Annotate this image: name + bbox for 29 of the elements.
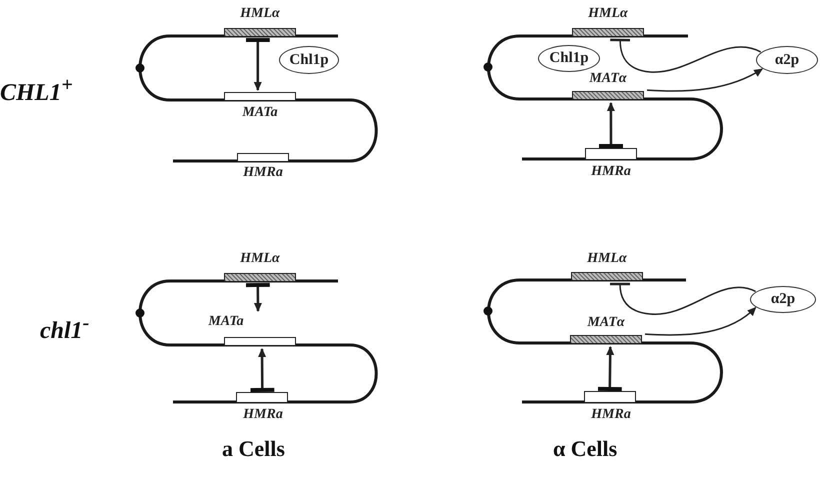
protein-oval: Chl1p (538, 45, 600, 72)
arrow (596, 346, 624, 392)
column-label: α Cells (553, 436, 618, 462)
gene-label: HMRa (242, 406, 284, 424)
arrow (644, 306, 756, 336)
protein-oval: α2p (750, 286, 816, 313)
gene-label: HMLα (239, 5, 281, 23)
column-label: a Cells (222, 436, 285, 462)
gene-label: MATa (241, 104, 279, 122)
arrow (244, 282, 272, 312)
gene-label: HMLα (587, 5, 629, 23)
inhibition-line (608, 282, 756, 315)
gene-label: MATa (207, 313, 245, 331)
arrow (244, 38, 272, 91)
gene-label: HMLα (586, 250, 628, 268)
gene-label: HMRa (590, 163, 632, 181)
arrow (646, 68, 764, 92)
gene-label: MATα (588, 70, 628, 88)
row-label: chl1$^{-}$ (40, 312, 90, 345)
inhibition-line (608, 38, 761, 73)
gene-label: MATα (586, 314, 626, 332)
arrow (597, 102, 625, 148)
gene-label: HMRa (590, 406, 632, 424)
protein-oval: Chl1p (279, 46, 339, 74)
protein-oval: α2p (756, 46, 818, 74)
arrow (248, 348, 276, 392)
gene-label: HMRa (242, 164, 284, 182)
gene-label: HMLα (239, 250, 281, 268)
row-label: CHL1$^{+}$ (0, 74, 73, 107)
